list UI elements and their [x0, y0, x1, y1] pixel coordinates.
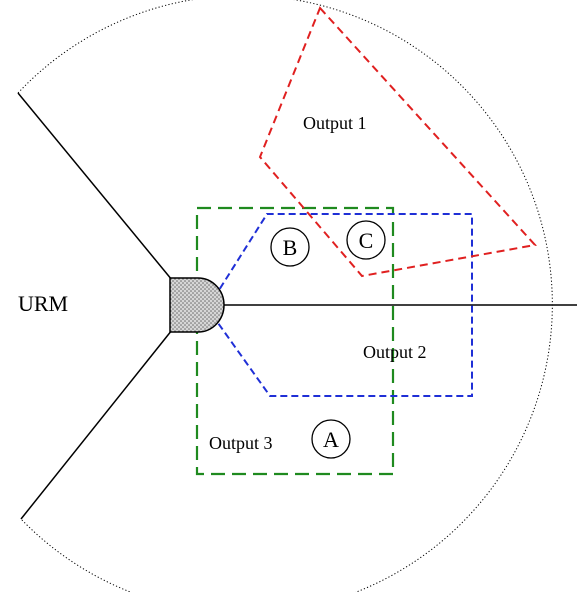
output-3-region [195, 206, 395, 476]
upper-sector-line [17, 92, 173, 281]
output-1-label: Output 1 [303, 113, 367, 133]
output-1-region [258, 6, 537, 278]
output-2-label: Output 2 [363, 342, 427, 362]
point-c: C [346, 220, 386, 260]
lower-sector-line [20, 329, 173, 520]
point-a: A [311, 419, 351, 459]
point-a-label: A [323, 427, 339, 452]
field-of-view-boundary [17, 0, 553, 592]
sensor-label: URM [18, 291, 68, 316]
output-3-label: Output 3 [209, 433, 273, 453]
point-b: B [270, 227, 310, 267]
output-2-region [212, 213, 473, 397]
urm-sensor [169, 277, 225, 333]
point-c-label: C [359, 228, 374, 253]
point-b-label: B [283, 235, 298, 260]
